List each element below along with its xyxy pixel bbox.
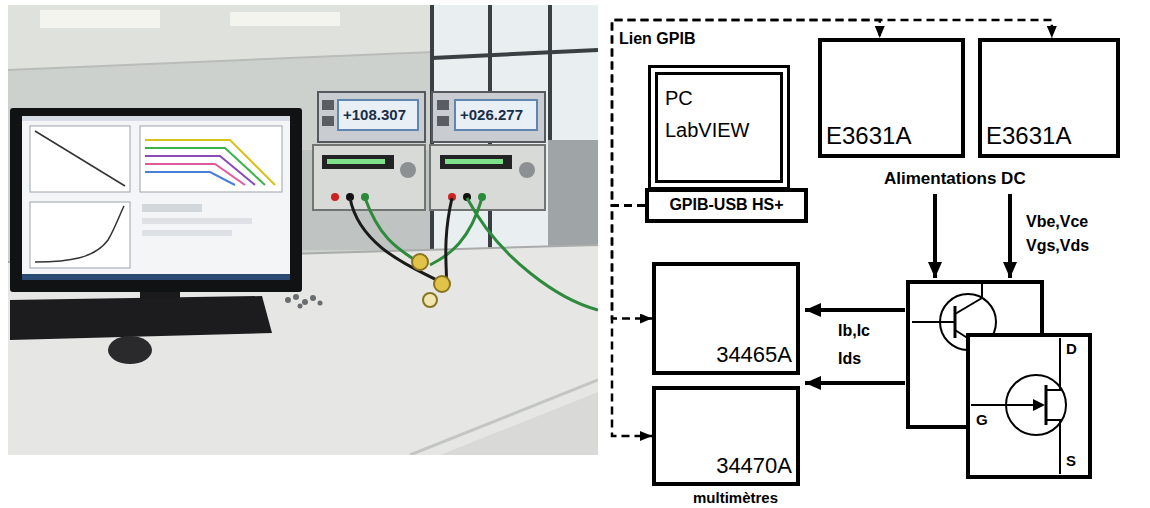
box-text: E3631A: [826, 122, 911, 150]
multimeter: [432, 92, 545, 142]
interface-box: GPIB-USB HS+: [645, 188, 808, 223]
power-supply-box: E3631A: [978, 38, 1120, 158]
window-title: [22, 116, 290, 121]
signal-name: Vbe,Vce: [1026, 213, 1088, 231]
desk: [8, 245, 598, 455]
button: [322, 100, 334, 110]
terminal: [331, 193, 339, 201]
supply-arrow: [933, 194, 937, 278]
knob: [519, 162, 535, 178]
wall: [8, 5, 598, 455]
clamp: [423, 293, 437, 307]
clamp: [412, 254, 428, 270]
components: [285, 294, 323, 309]
multimeter-box: 34470A: [652, 386, 800, 486]
clamp: [434, 276, 450, 292]
gpib-link: [612, 206, 652, 437]
window: [430, 5, 598, 255]
jfet-source: [1046, 420, 1060, 474]
multimeter-box: 34465A: [652, 262, 800, 375]
monitor: [10, 108, 302, 292]
button: [322, 116, 334, 126]
box-text: 34465A: [716, 342, 792, 367]
button: [437, 116, 449, 126]
box-text: GPIB-USB HS+: [669, 196, 783, 214]
monitor-screen: [22, 116, 290, 280]
ceiling-light: [40, 10, 160, 28]
window-frame: [432, 5, 598, 255]
supply-digits: [445, 159, 503, 164]
meter-reading: +026.277: [460, 106, 523, 123]
current-arrow: [805, 381, 905, 385]
jfet-drain: [1046, 338, 1060, 390]
box-text: PC LabVIEW: [665, 82, 760, 146]
jfet-gate-arrow: [1033, 399, 1045, 411]
screen-plot: [30, 126, 282, 268]
signal-name: Ib,Ic: [838, 322, 870, 340]
current-arrow: [805, 308, 905, 312]
box-text: 34470A: [716, 453, 792, 478]
computer-box: PC LabVIEW: [648, 65, 790, 190]
meter-reading: +108.307: [343, 106, 406, 123]
desk-second: [440, 392, 598, 455]
power-supply: [430, 145, 545, 210]
photo-scene: [8, 5, 598, 455]
desk-seam: [410, 380, 598, 455]
bjt-base: [912, 321, 955, 323]
box-text: E3631A: [986, 122, 1071, 150]
group-label: Alimentations DC: [884, 169, 1026, 189]
signal-name: Vgs,Vds: [1026, 237, 1089, 255]
pin-name: S: [1066, 452, 1076, 469]
group-label: multimètres: [693, 489, 778, 506]
power-supply-box: E3631A: [818, 38, 965, 158]
wires: [350, 198, 598, 310]
pin-name: G: [976, 411, 988, 428]
multimeter-display: [338, 100, 418, 130]
signal-name: Ids: [838, 350, 861, 368]
ceiling-light: [230, 12, 340, 26]
button: [437, 100, 449, 110]
mouse: [108, 336, 152, 364]
multimeter: [318, 92, 425, 142]
knob: [400, 162, 416, 178]
bjt-collector: [955, 284, 982, 314]
supply-display: [440, 155, 512, 169]
multimeter-display: [455, 100, 537, 130]
pin-name: D: [1066, 340, 1077, 357]
supply-digits: [327, 159, 385, 164]
jfet-frame: [968, 335, 1090, 477]
supply-arrow: [1008, 194, 1012, 278]
power-supply: [313, 145, 425, 210]
jfet-gate: [971, 404, 1034, 406]
bjt-base-bar: [954, 306, 957, 338]
taskbar: [22, 274, 290, 280]
keyboard: [10, 296, 272, 340]
bus-label: Lien GPIB: [619, 30, 695, 48]
rack: [548, 140, 598, 250]
jfet-box: [968, 335, 1090, 477]
supply-display: [322, 155, 394, 169]
